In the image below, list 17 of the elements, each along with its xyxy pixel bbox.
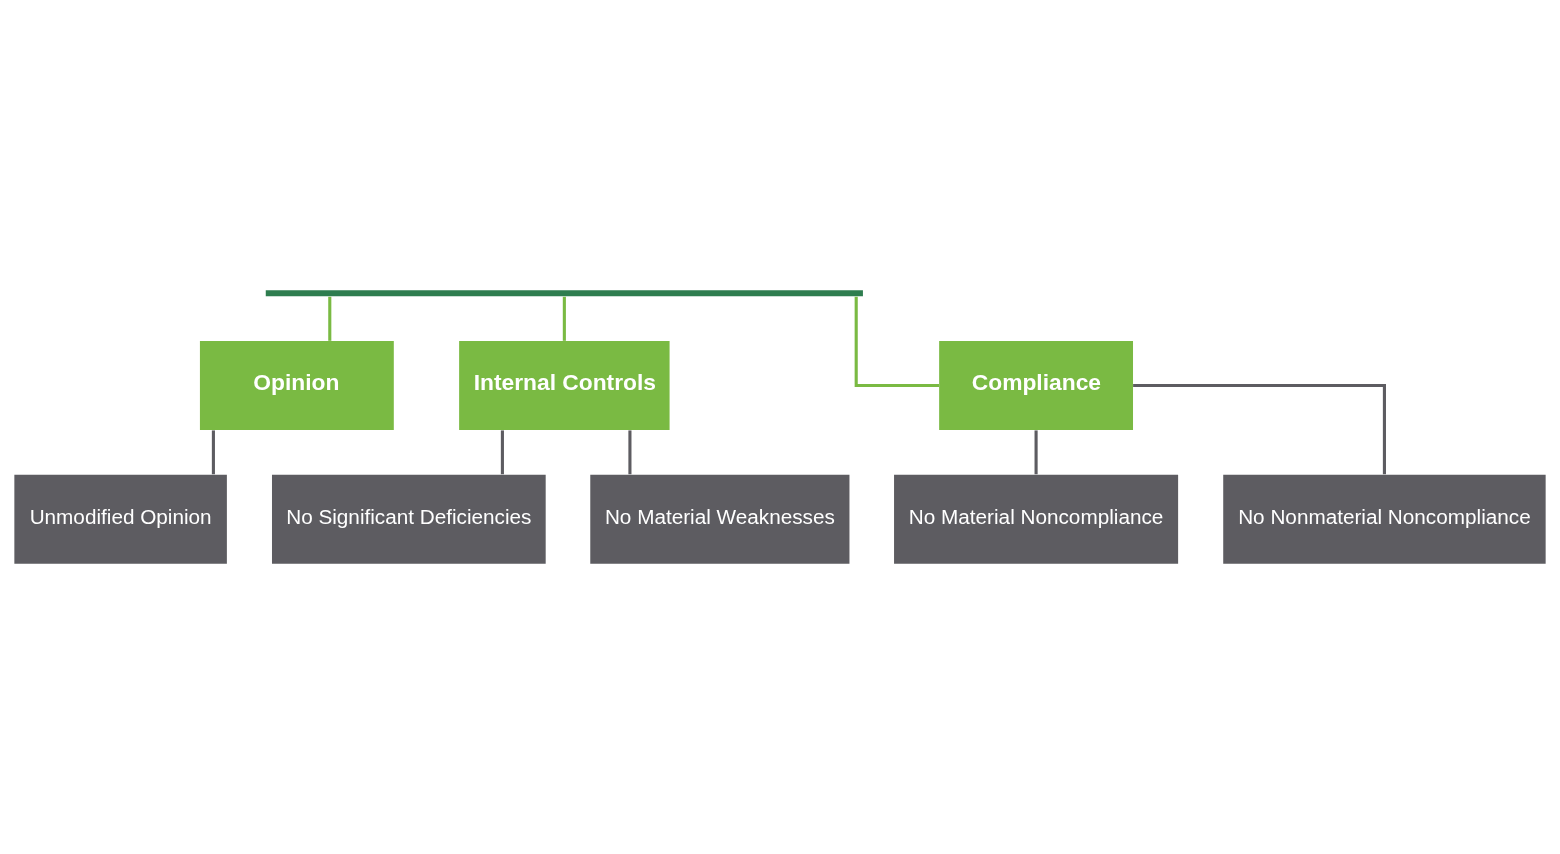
- node-box: Compliance: [939, 340, 1133, 431]
- node-box: Unmodified Opinion: [14, 474, 227, 564]
- connector: [500, 430, 504, 475]
- connector: [211, 430, 215, 475]
- node-box: No Significant Deficiencies: [272, 474, 546, 564]
- node-bar: [265, 290, 863, 297]
- connector: [1034, 430, 1038, 475]
- node-box: No Material Noncompliance: [894, 474, 1179, 564]
- node-box: No Material Weaknesses: [590, 474, 850, 564]
- node-box: No Nonmaterial Noncompliance: [1223, 474, 1546, 564]
- connector: [628, 430, 632, 475]
- node-box: Internal Controls: [459, 340, 670, 431]
- connector: [562, 296, 566, 341]
- connector: [1133, 383, 1386, 475]
- connector: [328, 296, 332, 341]
- node-box: Opinion: [199, 340, 394, 431]
- connector: [854, 296, 940, 388]
